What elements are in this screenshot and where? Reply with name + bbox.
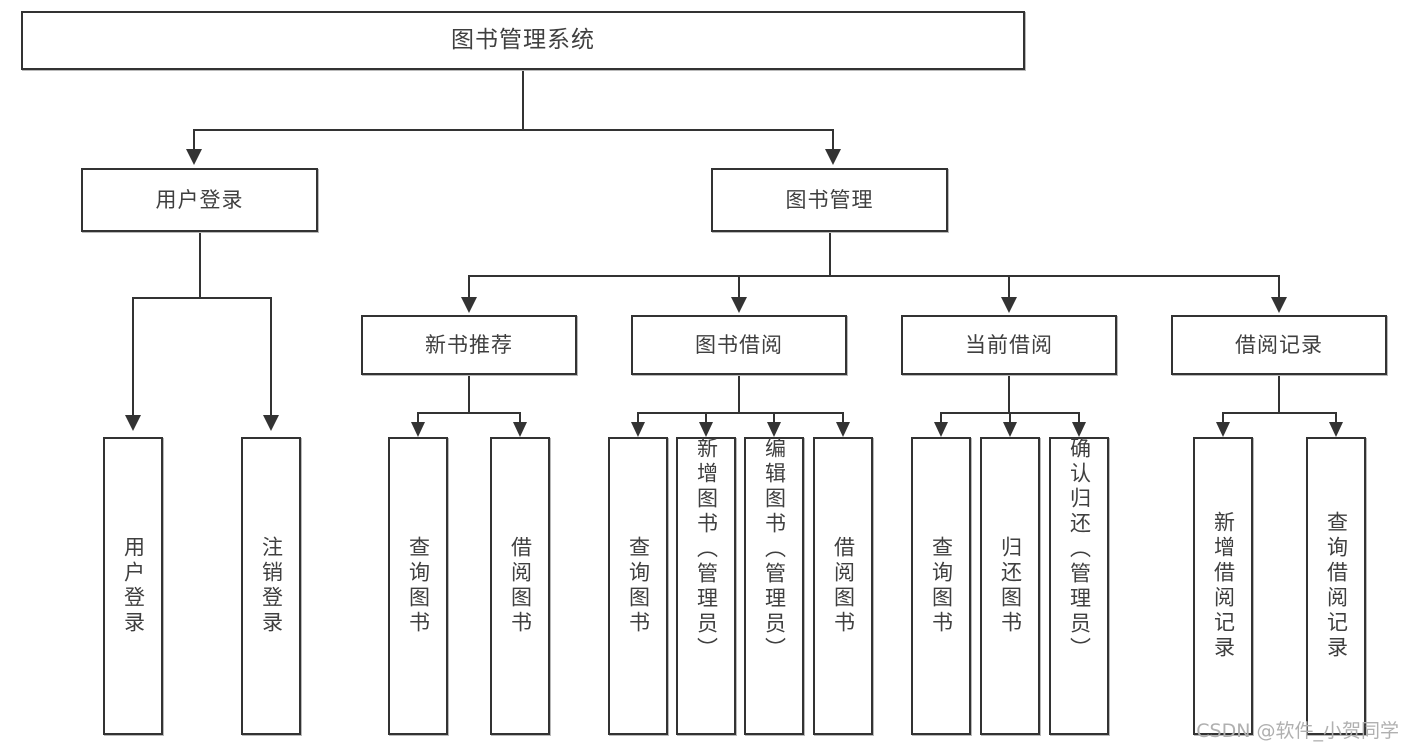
node-user-login[interactable]: 用户登录 (81, 168, 318, 232)
leaf-borrow-borrow-book[interactable]: 借阅图书 (813, 437, 873, 735)
connector-login-leaf-1 (132, 297, 134, 417)
connector-borrow-leaf-4 (842, 412, 844, 424)
leaf-record-add-record-label: 新增借阅记录 (1211, 511, 1236, 661)
leaf-borrow-add-book-admin-label: 新增图书（管理员） (694, 437, 719, 662)
connector-newbook-leaf-1 (417, 412, 419, 424)
arrow-record-leaf-1 (1216, 422, 1230, 437)
arrow-bookmgmt-to-record (1271, 297, 1287, 313)
connector-newbook-leaf-2 (519, 412, 521, 424)
node-borrow-record[interactable]: 借阅记录 (1171, 315, 1387, 375)
arrow-login-leaf-1 (125, 415, 141, 431)
node-new-book-recommend-label: 新书推荐 (425, 332, 513, 357)
arrow-bookmgmt-to-newbook (461, 297, 477, 313)
leaf-borrow-edit-book-admin[interactable]: 编辑图书（管理员） (744, 437, 804, 735)
leaf-current-confirm-return-admin-label: 确认归还（管理员） (1067, 437, 1092, 662)
leaf-newbook-borrow-book-label: 借阅图书 (508, 536, 533, 636)
leaf-record-add-record[interactable]: 新增借阅记录 (1193, 437, 1253, 735)
leaf-current-confirm-return-admin[interactable]: 确认归还（管理员） (1049, 437, 1109, 735)
arrow-record-leaf-2 (1329, 422, 1343, 437)
leaf-borrow-borrow-book-label: 借阅图书 (831, 536, 856, 636)
node-book-management[interactable]: 图书管理 (711, 168, 948, 232)
connector-borrow-leaf-1 (637, 412, 639, 424)
arrow-newbook-leaf-1 (411, 422, 425, 437)
connector-bookmgmt-to-current (1008, 275, 1010, 299)
arrow-borrow-leaf-4 (836, 422, 850, 437)
connector-login-leaf-2 (270, 297, 272, 417)
leaf-login-user-login-label: 用户登录 (121, 536, 146, 636)
csdn-watermark: CSDN @软件_小贺同学 (1196, 720, 1399, 742)
node-borrow-record-label: 借阅记录 (1235, 332, 1323, 357)
connector-borrow-leaf-2 (705, 412, 707, 424)
leaf-borrow-edit-book-admin-label: 编辑图书（管理员） (762, 437, 787, 662)
leaf-login-logout-label: 注销登录 (259, 536, 284, 636)
node-new-book-recommend[interactable]: 新书推荐 (361, 315, 577, 375)
arrow-root-to-bookmgmt (825, 149, 841, 165)
connector-borrow-stem (738, 375, 740, 413)
leaf-current-return-book[interactable]: 归还图书 (980, 437, 1040, 735)
connector-record-leaf-1 (1222, 412, 1224, 424)
connector-borrow-bus (637, 412, 844, 414)
connector-root-to-bookmgmt (832, 129, 834, 151)
arrow-bookmgmt-to-borrow (731, 297, 747, 313)
leaf-current-query-book-label: 查询图书 (929, 536, 954, 636)
leaf-newbook-borrow-book[interactable]: 借阅图书 (490, 437, 550, 735)
arrow-login-leaf-2 (263, 415, 279, 431)
leaf-borrow-query-book-label: 查询图书 (626, 536, 651, 636)
connector-record-stem (1278, 375, 1280, 413)
arrow-current-leaf-3 (1072, 422, 1086, 437)
node-root-label: 图书管理系统 (451, 27, 595, 54)
connector-bookmgmt-stem (829, 232, 831, 276)
connector-current-stem (1008, 375, 1010, 413)
leaf-current-return-book-label: 归还图书 (998, 536, 1023, 636)
connector-record-leaf-2 (1335, 412, 1337, 424)
connector-root-to-login (193, 129, 195, 151)
node-current-borrow-label: 当前借阅 (965, 332, 1053, 357)
node-book-borrow[interactable]: 图书借阅 (631, 315, 847, 375)
node-user-login-label: 用户登录 (155, 187, 244, 212)
leaf-current-query-book[interactable]: 查询图书 (911, 437, 971, 735)
leaf-login-user-login[interactable]: 用户登录 (103, 437, 163, 735)
leaf-borrow-query-book[interactable]: 查询图书 (608, 437, 668, 735)
leaf-login-logout[interactable]: 注销登录 (241, 437, 301, 735)
connector-newbook-bus (417, 412, 521, 414)
arrow-root-to-login (186, 149, 202, 165)
leaf-record-query-record-label: 查询借阅记录 (1324, 511, 1349, 661)
connector-current-leaf-1 (940, 412, 942, 424)
connector-current-leaf-3 (1078, 412, 1080, 424)
connector-bookmgmt-to-newbook (468, 275, 470, 299)
arrow-borrow-leaf-2 (699, 422, 713, 437)
connector-current-leaf-2 (1009, 412, 1011, 424)
node-book-management-label: 图书管理 (785, 187, 874, 212)
leaf-newbook-query-book[interactable]: 查询图书 (388, 437, 448, 735)
connector-newbook-stem (468, 375, 470, 413)
connector-bookmgmt-to-borrow (738, 275, 740, 299)
leaf-borrow-add-book-admin[interactable]: 新增图书（管理员） (676, 437, 736, 735)
connector-record-bus (1222, 412, 1336, 414)
arrow-current-leaf-1 (934, 422, 948, 437)
node-book-borrow-label: 图书借阅 (695, 332, 783, 357)
connector-root-bus (193, 129, 833, 131)
connector-borrow-leaf-3 (773, 412, 775, 424)
arrow-borrow-leaf-3 (767, 422, 781, 437)
arrow-borrow-leaf-1 (631, 422, 645, 437)
arrow-bookmgmt-to-current (1001, 297, 1017, 313)
arrow-current-leaf-2 (1003, 422, 1017, 437)
leaf-record-query-record[interactable]: 查询借阅记录 (1306, 437, 1366, 735)
connector-login-stem (199, 232, 201, 298)
node-root-system[interactable]: 图书管理系统 (21, 11, 1025, 70)
node-current-borrow[interactable]: 当前借阅 (901, 315, 1117, 375)
leaf-newbook-query-book-label: 查询图书 (406, 536, 431, 636)
connector-bookmgmt-bus (468, 275, 1280, 277)
arrow-newbook-leaf-2 (513, 422, 527, 437)
connector-root-stem (522, 70, 524, 130)
connector-bookmgmt-to-record (1278, 275, 1280, 299)
connector-login-bus (132, 297, 271, 299)
